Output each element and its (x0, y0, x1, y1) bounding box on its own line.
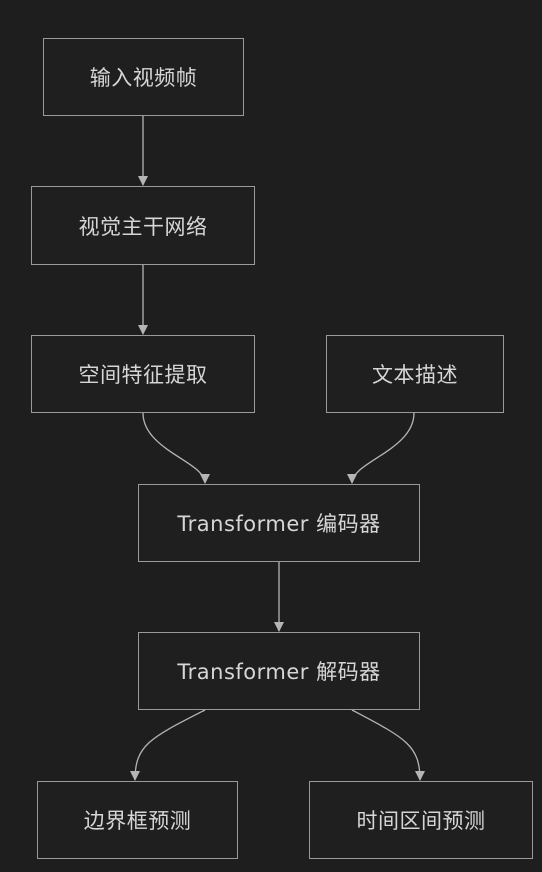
edge-spatial-to-encoder (142, 412, 210, 484)
node-input-frames-label: 输入视频帧 (89, 66, 198, 90)
node-visual-backbone: 视觉主干网络 (31, 186, 255, 265)
edge-decoder-to-temporal (351, 709, 425, 781)
node-input-frames: 输入视频帧 (43, 38, 244, 116)
node-bbox-prediction: 边界框预测 (37, 781, 238, 859)
node-text-description-label: 文本描述 (372, 363, 458, 387)
node-spatial-features: 空间特征提取 (31, 335, 255, 413)
node-visual-backbone-label: 视觉主干网络 (78, 214, 208, 239)
node-transformer-decoder-label: Transformer 解码器 (177, 660, 381, 684)
node-transformer-encoder: Transformer 编码器 (138, 484, 420, 562)
node-transformer-encoder-label: Transformer 编码器 (177, 512, 381, 536)
node-temporal-prediction: 时间区间预测 (309, 781, 533, 859)
node-spatial-features-label: 空间特征提取 (78, 363, 208, 387)
node-bbox-prediction-label: 边界框预测 (83, 809, 192, 833)
node-text-description: 文本描述 (326, 335, 504, 413)
node-transformer-decoder: Transformer 解码器 (138, 632, 420, 710)
edge-decoder-to-bbox (130, 709, 206, 781)
edge-text-to-encoder (347, 412, 415, 484)
node-temporal-prediction-label: 时间区间预测 (356, 809, 486, 833)
